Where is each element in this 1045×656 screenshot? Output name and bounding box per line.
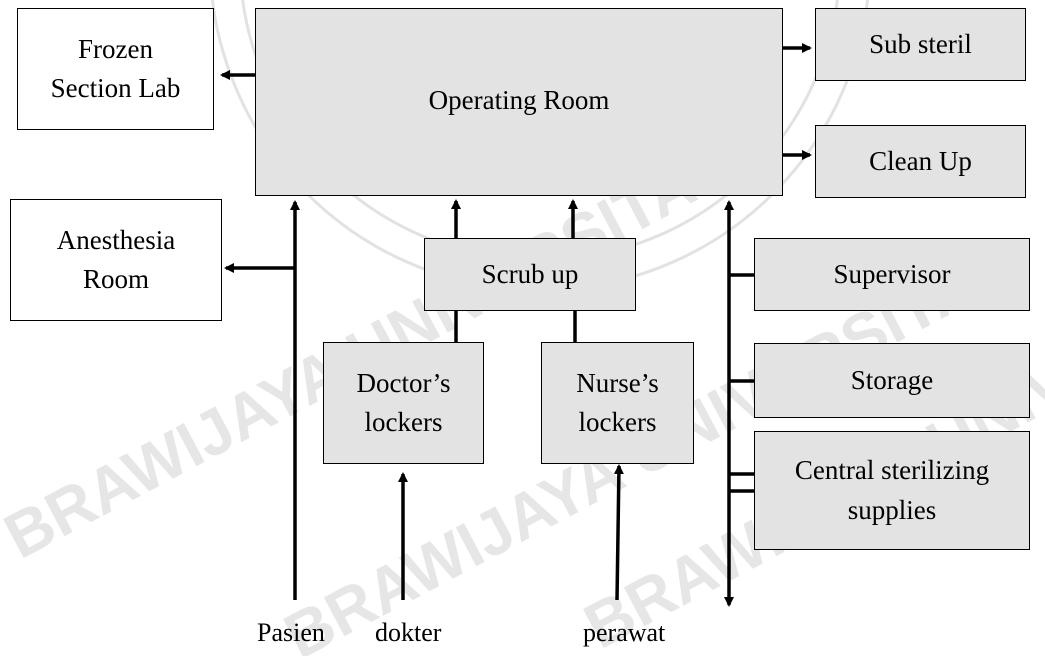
- scrub-up-box: Scrub up: [424, 238, 636, 311]
- anesthesia-room-line2: Room: [83, 260, 149, 299]
- doctors-lockers-line2: lockers: [365, 403, 443, 442]
- central-sterilizing-line1: Central sterilizing: [795, 451, 989, 490]
- supervisor-box: Supervisor: [754, 238, 1030, 311]
- scrub-up-label: Scrub up: [482, 255, 579, 294]
- perawat-label: perawat: [583, 618, 665, 648]
- pasien-label: Pasien: [257, 618, 325, 648]
- central-sterilizing-line2: supplies: [848, 491, 937, 530]
- supervisor-label: Supervisor: [834, 255, 951, 294]
- storage-label: Storage: [851, 361, 933, 400]
- clean-up-label: Clean Up: [869, 142, 972, 181]
- dokter-label: dokter: [375, 618, 441, 648]
- frozen-section-lab-line2: Section Lab: [51, 69, 181, 108]
- sub-steril-box: Sub steril: [815, 8, 1026, 81]
- frozen-section-lab-line1: Frozen: [78, 30, 153, 69]
- anesthesia-room-box: Anesthesia Room: [10, 199, 222, 321]
- perawat-path: [617, 466, 619, 600]
- doctors-lockers-line1: Doctor’s: [357, 364, 451, 403]
- nurses-lockers-line2: lockers: [579, 403, 657, 442]
- nurses-lockers-box: Nurse’s lockers: [541, 342, 694, 464]
- nurses-lockers-line1: Nurse’s: [576, 364, 659, 403]
- doctors-lockers-box: Doctor’s lockers: [323, 342, 484, 464]
- frozen-section-lab-box: Frozen Section Lab: [17, 8, 214, 130]
- sub-steril-label: Sub steril: [869, 25, 972, 64]
- operating-room-label: Operating Room: [429, 81, 610, 120]
- operating-room-box: Operating Room: [255, 8, 783, 196]
- storage-box: Storage: [754, 343, 1030, 418]
- anesthesia-room-line1: Anesthesia: [57, 221, 175, 260]
- central-sterilizing-supplies-box: Central sterilizing supplies: [754, 431, 1030, 550]
- clean-up-box: Clean Up: [815, 125, 1026, 198]
